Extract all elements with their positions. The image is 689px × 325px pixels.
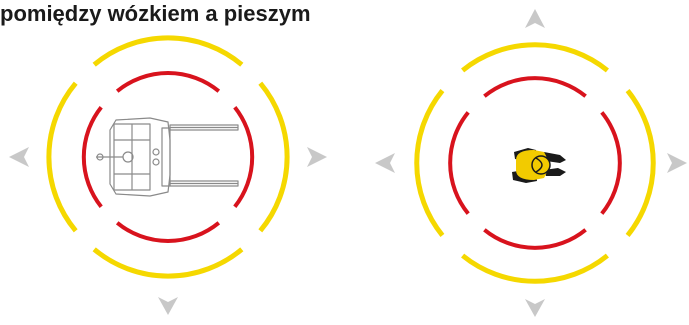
pedestrian-zone <box>375 9 687 317</box>
arrow-left-icon <box>9 147 29 167</box>
forklift-outer-arc-left <box>46 81 78 233</box>
page-title: pomiędzy wózkiem a pieszym <box>0 1 311 26</box>
forklift-inner-arc-left <box>81 105 103 209</box>
forklift-zone <box>9 35 327 315</box>
forklift-inner-arc-top <box>115 71 221 93</box>
pedestrian-inner-arc-right <box>600 111 622 215</box>
arrow-left-icon <box>375 153 395 173</box>
pedestrian-outer-arc-top <box>461 42 609 73</box>
forklift-outer-arc-top <box>92 35 244 67</box>
forklift-outer-arc-right <box>258 81 290 233</box>
forklift-inner-arc-bottom <box>115 221 221 243</box>
pedestrian-outer-arc-right <box>625 89 656 237</box>
pedestrian-outer-ring <box>414 42 656 284</box>
pedestrian-inner-arc-left <box>448 111 470 215</box>
pedestrian-inner-arc-top <box>483 76 587 98</box>
arrow-down-icon <box>158 297 178 315</box>
forklift-inner-arc-right <box>233 105 255 209</box>
arrow-right-icon <box>667 153 687 173</box>
forklift-outer-arc-bottom <box>92 247 244 279</box>
pedestrian-topview-icon <box>512 148 566 183</box>
pedestrian-arrows <box>375 9 687 317</box>
pedestrian-outer-arc-bottom <box>461 253 609 284</box>
forklift-topview-icon <box>96 117 239 197</box>
pedestrian-inner-arc-bottom <box>483 228 587 250</box>
forklift-inner-ring <box>81 71 255 243</box>
forklift-arrows <box>9 147 327 315</box>
forklift-outer-ring <box>46 35 290 279</box>
arrow-up-icon <box>525 9 545 28</box>
pedestrian-inner-ring <box>448 76 622 250</box>
pedestrian-outer-arc-left <box>414 89 445 237</box>
arrow-down-icon <box>525 299 545 317</box>
arrow-right-icon <box>307 147 327 167</box>
